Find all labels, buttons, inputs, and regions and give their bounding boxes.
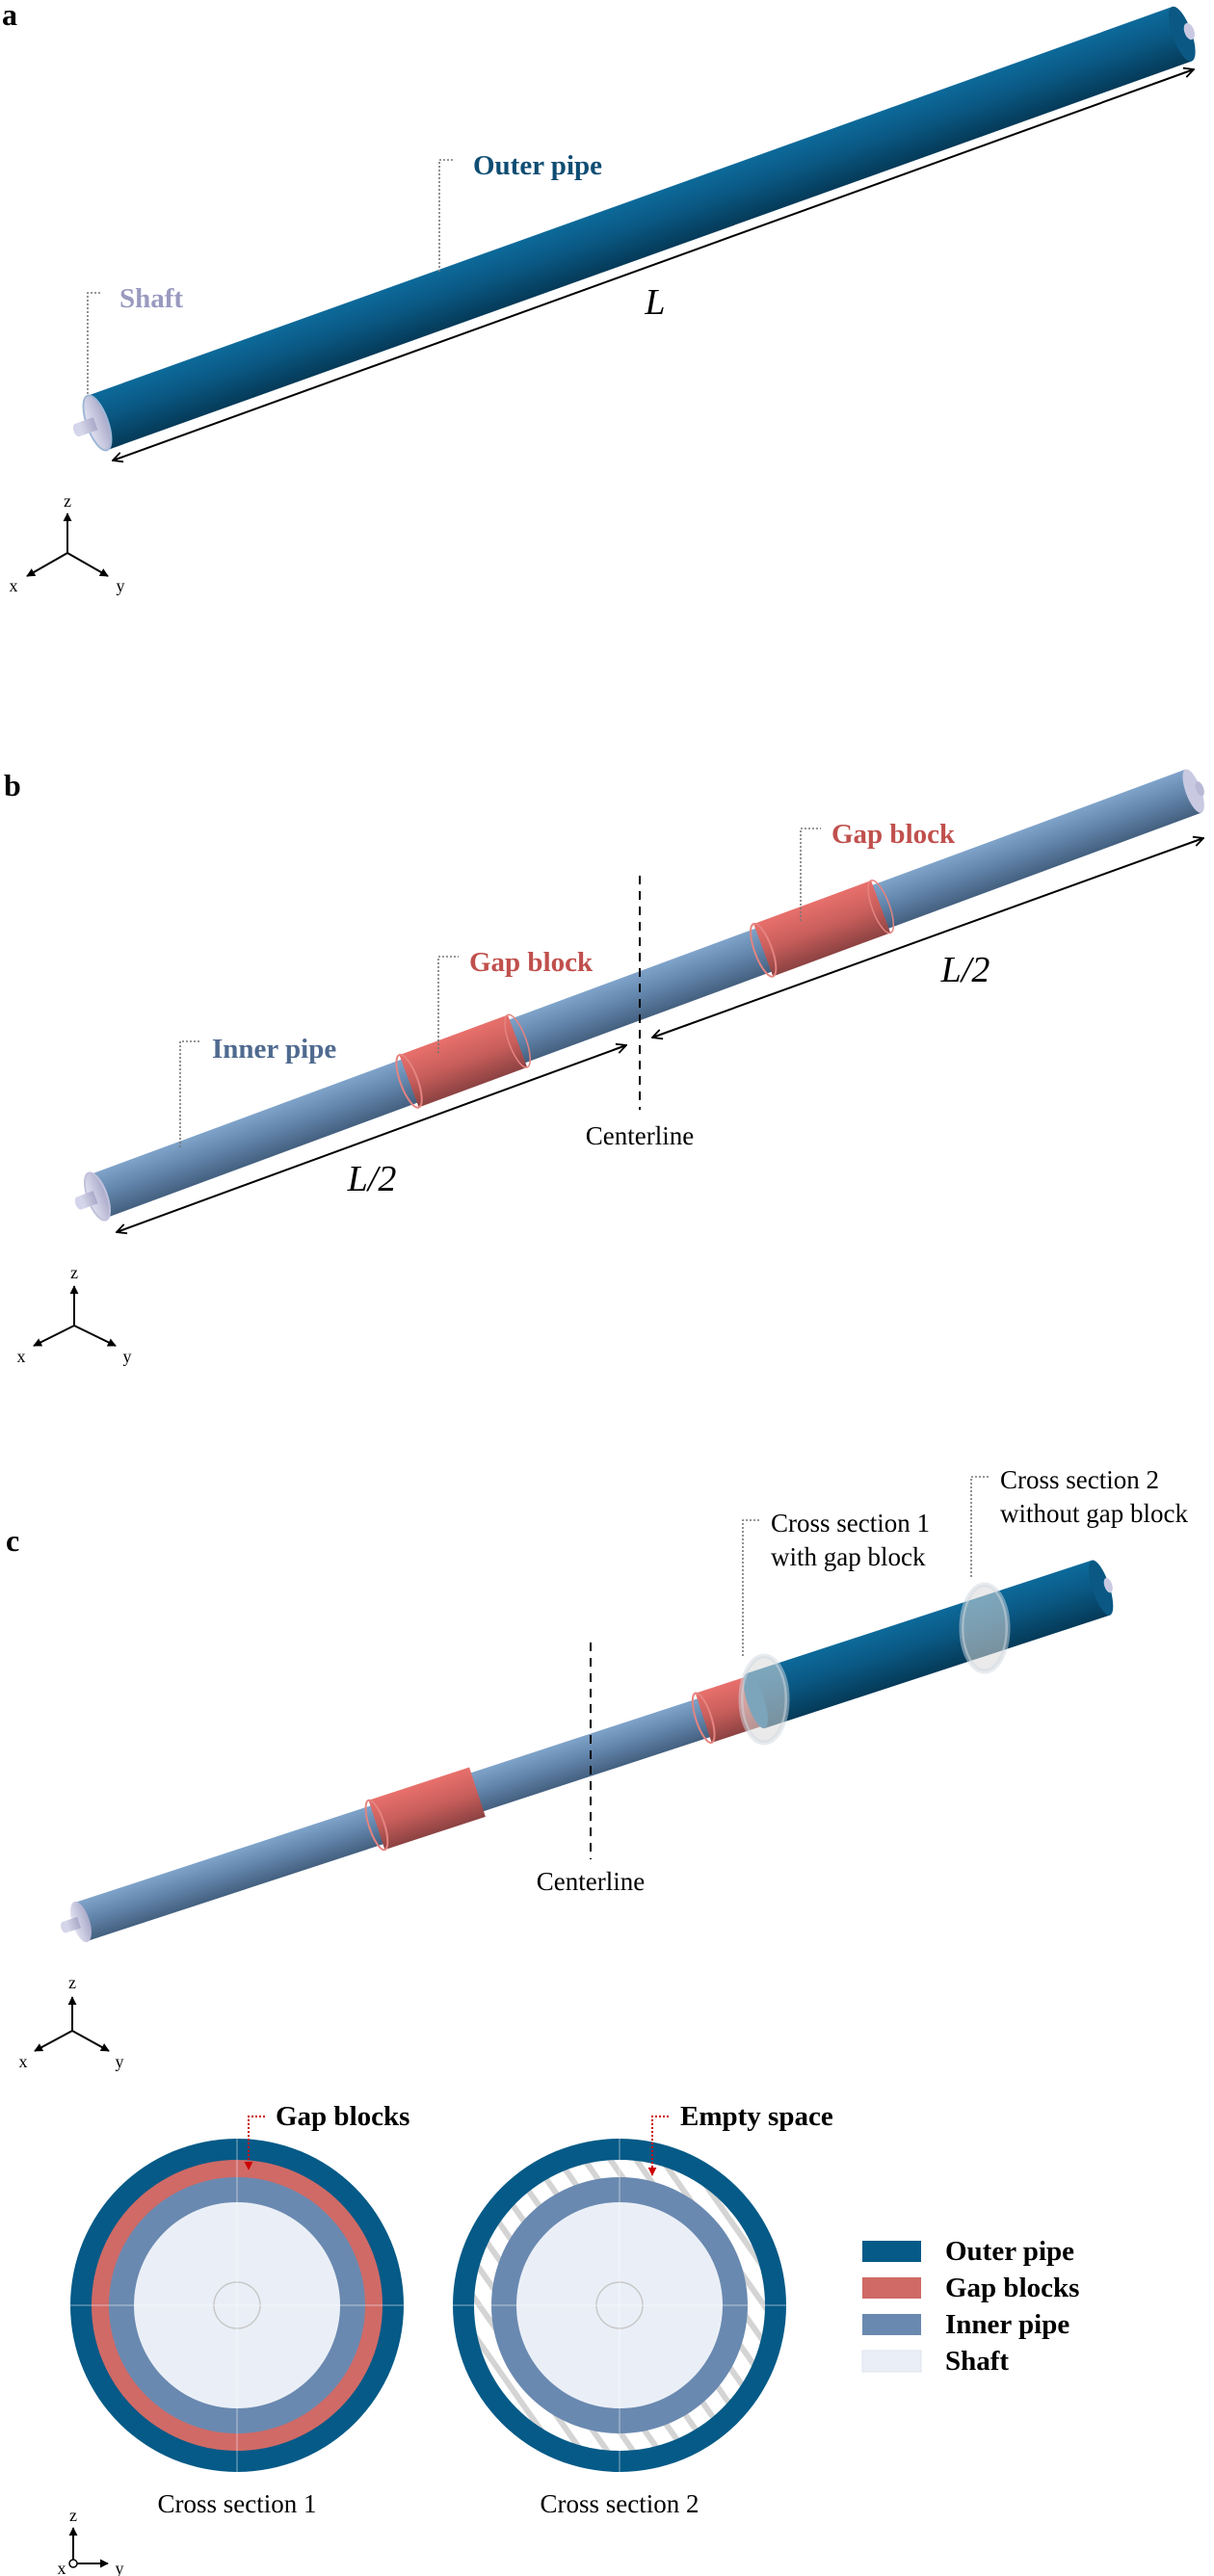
cross-section-1-label-line2: with gap block — [771, 1542, 926, 1571]
length-dimension-arrow — [113, 69, 1194, 460]
legend-item-outer-pipe: Outer pipe — [862, 2236, 1074, 2267]
cross-section-1-caption: Cross section 1 — [158, 2489, 317, 2518]
axis-z-label: z — [68, 1973, 76, 1992]
inner-pipe-leader — [179, 1040, 200, 1147]
axis-y-label: y — [117, 576, 125, 595]
cross-section-2-leader — [970, 1476, 990, 1577]
cross-section-1-plane — [738, 1653, 790, 1746]
panel-label-a: a — [2, 0, 17, 32]
legend-item-gap-blocks: Gap blocks — [862, 2273, 1079, 2303]
gap-blocks-callout-arrow — [244, 2116, 265, 2170]
legend-swatch — [861, 2350, 922, 2373]
shaft-end-cap — [70, 1901, 92, 1943]
axis-triad-b: z x y — [17, 1263, 132, 1366]
axis-x-label: x — [19, 2052, 28, 2071]
shaft-end-right — [1183, 22, 1195, 40]
shaft-leader — [87, 292, 102, 394]
gap-block-1-leader — [437, 956, 459, 1053]
centerline-label-b: Centerline — [586, 1121, 694, 1150]
axis-x-label: x — [10, 576, 18, 595]
axis-y-label: y — [123, 1347, 132, 1366]
outer-pipe-a — [72, 6, 1196, 452]
axis-y-label: y — [116, 2052, 124, 2071]
outer-pipe-c — [747, 1560, 1110, 1729]
outer-pipe-leader — [438, 159, 455, 272]
empty-space-callout-arrow — [647, 2116, 669, 2176]
centerline-label-c: Centerline — [537, 1867, 645, 1896]
cross-section-1-label-line1: Cross section 1 — [771, 1509, 930, 1538]
legend-label: Outer pipe — [945, 2236, 1074, 2267]
legend-swatch — [862, 2314, 921, 2335]
gap-block-c1 — [364, 1767, 486, 1852]
outer-pipe-label: Outer pipe — [473, 150, 602, 181]
cross-section-2-label-line1: Cross section 2 — [1000, 1465, 1159, 1494]
legend-label: Gap blocks — [945, 2273, 1079, 2303]
half-length-arrow-2 — [652, 838, 1203, 1038]
axis-2d-cross-section: z x y — [58, 2506, 124, 2576]
axis-triad-a: z x y — [10, 491, 125, 595]
axis-z-label: z — [70, 1263, 78, 1282]
legend: Outer pipe Gap blocks Inner pipe Shaft — [861, 2236, 1079, 2377]
cross-section-2-label-line2: without gap block — [1000, 1499, 1188, 1528]
gap-block-2-label: Gap block — [831, 819, 956, 850]
cross-section-2-caption: Cross section 2 — [541, 2489, 699, 2518]
legend-item-shaft: Shaft — [861, 2346, 1009, 2377]
axis-y-label: y — [116, 2559, 124, 2576]
axis-z-label: z — [64, 491, 71, 511]
axis-triad-c: z x y — [19, 1973, 124, 2071]
legend-swatch — [862, 2277, 921, 2299]
legend-label: Inner pipe — [945, 2309, 1069, 2340]
inner-pipe-label: Inner pipe — [212, 1034, 336, 1065]
half-length-arrow-1 — [117, 1045, 626, 1232]
empty-space-callout: Empty space — [680, 2101, 833, 2132]
cross-section-1 — [70, 2139, 404, 2472]
gap-blocks-callout: Gap blocks — [276, 2101, 409, 2132]
gap-block-1-label: Gap block — [469, 947, 594, 978]
length-label: L — [644, 282, 665, 323]
axis-z-label: z — [69, 2506, 77, 2525]
shaft-label: Shaft — [119, 283, 183, 314]
axis-x-label: x — [17, 1347, 26, 1366]
axis-x-label: x — [58, 2559, 66, 2576]
panel-label-c: c — [6, 1523, 19, 1558]
legend-label: Shaft — [945, 2346, 1009, 2377]
legend-item-inner-pipe: Inner pipe — [862, 2309, 1069, 2340]
half-length-label-1: L/2 — [347, 1159, 397, 1199]
inner-pipe-b — [74, 769, 1204, 1222]
cross-section-2-plane — [959, 1582, 1011, 1674]
cross-section-1-leader — [742, 1519, 760, 1656]
half-length-label-2: L/2 — [940, 950, 990, 990]
panel-label-b: b — [4, 768, 21, 802]
legend-swatch — [862, 2241, 921, 2262]
cross-section-2 — [453, 2139, 786, 2472]
